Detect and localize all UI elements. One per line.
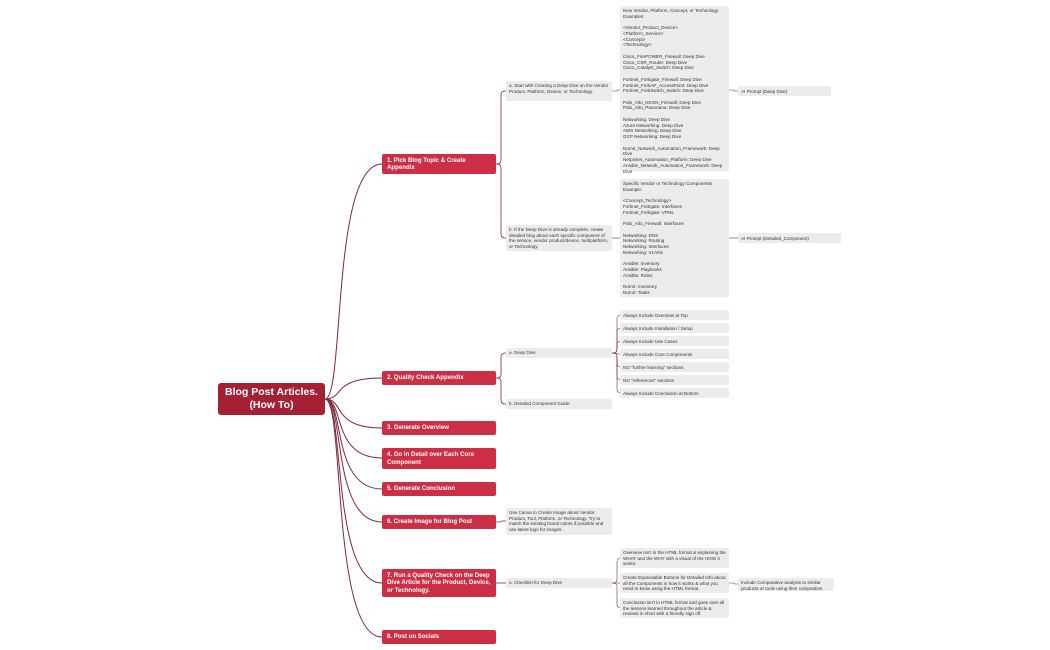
checklist-item[interactable]: NO "further learning" sections [620, 362, 729, 372]
connector-line [324, 398, 383, 638]
step-7-conclusion-check[interactable]: Conclusion isn't in HTML format and goes… [620, 598, 729, 618]
checklist-item[interactable]: Always Include Conclusion at Bottom [620, 388, 729, 398]
connector-line [324, 163, 383, 400]
connector-line [496, 163, 506, 239]
step-1-pick-topic[interactable]: 1. Pick Blog Topic & Create Appendix [382, 154, 496, 174]
connector-line [612, 582, 622, 609]
step-5-generate-conclusion[interactable]: 5. Generate Conclusion [382, 482, 496, 496]
connector-line [729, 582, 738, 585]
connector-line [324, 377, 383, 400]
connector-line [729, 89, 738, 92]
connector-line [324, 398, 383, 429]
connector-line [324, 398, 383, 459]
checklist-item[interactable]: Always Include Overview at Top [620, 310, 729, 320]
root-topic[interactable]: Blog Post Articles. (How To) [218, 383, 325, 415]
step-1a-ai-prompt[interactable]: AI Prompt (Deep Dive) [738, 86, 831, 96]
connector-line [612, 314, 622, 354]
step-2b-detailed-component-guide[interactable]: b. Detailed Component Guide [506, 399, 612, 409]
checklist-item[interactable]: Always Include Core Components [620, 349, 729, 359]
step-1b-ai-prompt[interactable]: AI Prompt (Detailed_Component) [738, 233, 841, 243]
step-6-create-image[interactable]: 6. Create Image for Blog Post [382, 515, 496, 529]
step-1b-examples[interactable]: Specific Vendor or Technology Components… [620, 179, 729, 297]
step-7-overview-check[interactable]: Overview isn't in the HTML format & expl… [620, 548, 729, 568]
step-3-generate-overview[interactable]: 3. Generate Overview [382, 421, 496, 435]
connector-line [496, 352, 506, 379]
step-8-post-on-socials[interactable]: 8. Post on Socials [382, 630, 496, 644]
connector-line [324, 398, 383, 523]
step-7a-checklist[interactable]: a. Checklist for Deep Dive [506, 578, 612, 588]
checklist-item[interactable]: NO "references" sections [620, 375, 729, 385]
step-7-quality-check-article[interactable]: 7. Run a Quality Check on the Deep Dive … [382, 569, 496, 597]
step-2-quality-check-appendix[interactable]: 2. Quality Check Appendix [382, 371, 496, 385]
connector-line [612, 352, 620, 355]
step-1b-detailed-component[interactable]: b. If the Deep Dive is already complete,… [506, 225, 612, 251]
step-2a-deep-dive[interactable]: a. Deep Dive [506, 348, 612, 358]
step-1a-examples[interactable]: New Vendor, Platform, Concept, or Techno… [620, 6, 729, 174]
connector-line [612, 352, 622, 394]
connector-line [496, 377, 506, 405]
step-1a-deep-dive[interactable]: a. Start with Creating a Deep Dive on th… [506, 81, 612, 101]
step-6-canva-note[interactable]: Use Canva to Create Image about Vendor P… [506, 508, 612, 535]
connector-line [612, 89, 620, 92]
step-7-comparative-analysis[interactable]: Include Comparative analysis to similar … [738, 578, 834, 591]
checklist-item[interactable]: Always Include Installation / Setup [620, 323, 729, 333]
step-7-expandable-buttons-check[interactable]: Create Expandable Buttons for Detailed I… [620, 573, 729, 593]
connector-line [496, 520, 506, 523]
connector-line [324, 398, 383, 584]
checklist-item[interactable]: Always Include Use Cases [620, 336, 729, 346]
connector-line [496, 90, 506, 165]
step-4-detail-components[interactable]: 4. Go in Detail over Each Core Component [382, 448, 496, 469]
